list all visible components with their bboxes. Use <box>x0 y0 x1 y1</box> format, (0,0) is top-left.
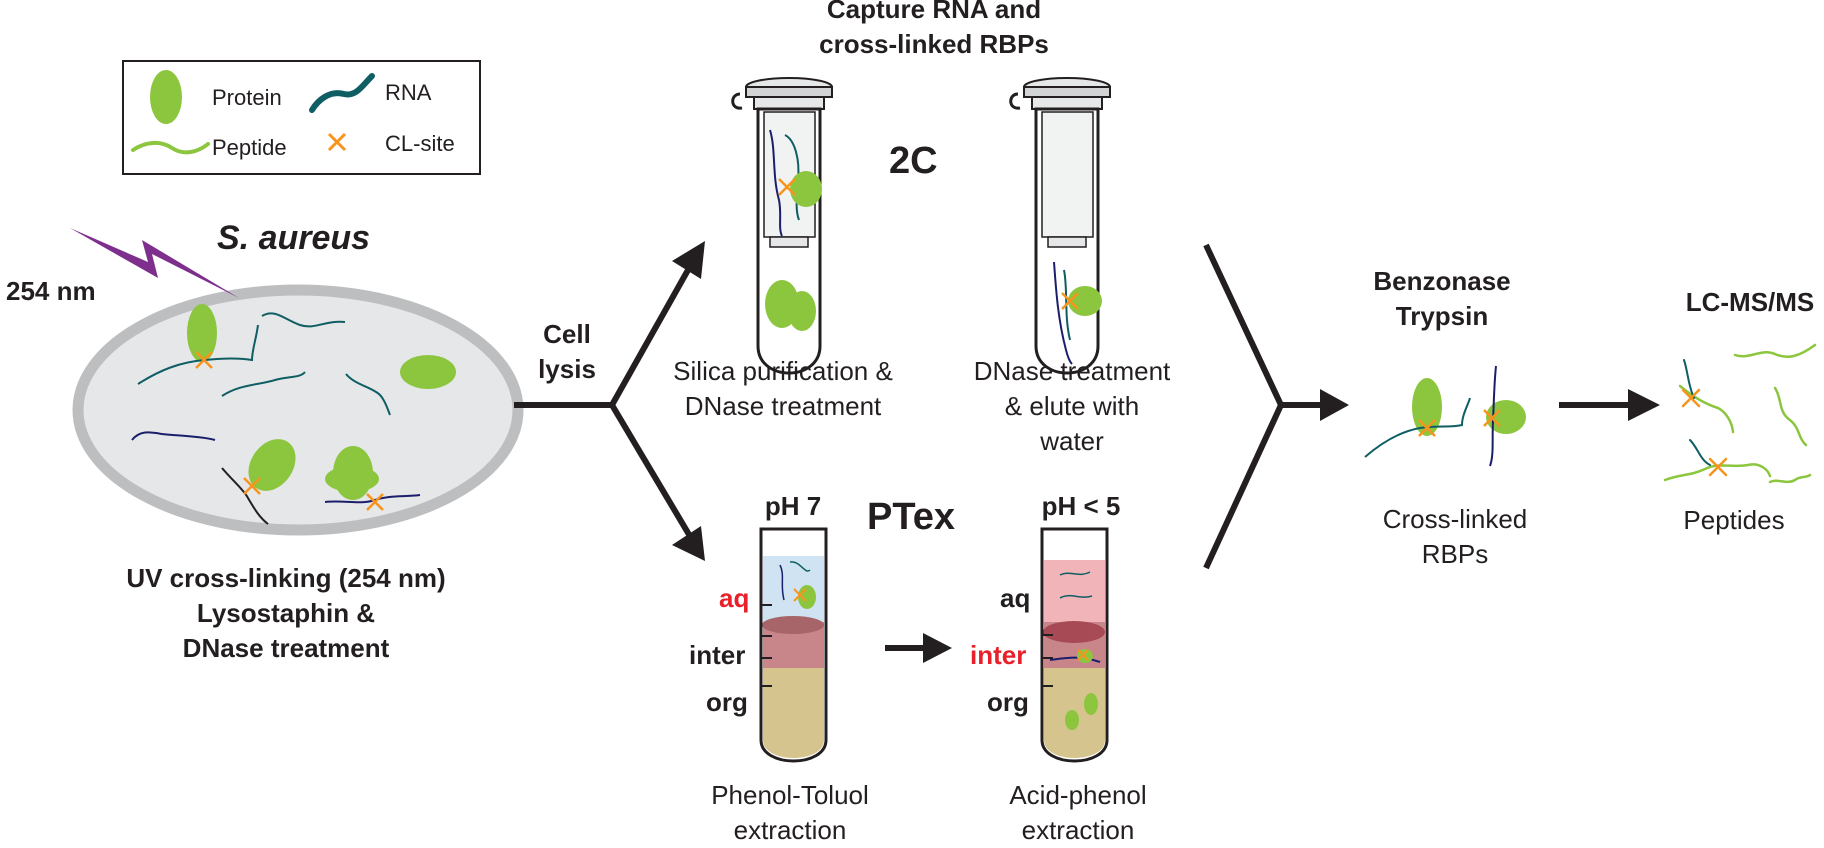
phenol-step-line2: extraction <box>733 815 847 845</box>
merge-arrow-head <box>1320 389 1349 421</box>
acid-step-caption: Acid-phenol extraction <box>1009 778 1146 848</box>
arrow-head-up <box>672 241 705 279</box>
silica-step-caption: Silica purification & DNase treatment <box>673 354 893 424</box>
cell-caption-line2: Lysostaphin & <box>196 598 376 628</box>
tube2-inter-label: inter <box>970 640 1027 670</box>
ptex-step-arrow-head <box>923 633 952 663</box>
phenol-step-caption: Phenol-Toluol extraction <box>711 778 869 848</box>
elute-step-caption: DNase treatment & elute with water <box>974 354 1171 459</box>
acid-step-line1: Acid-phenol <box>1009 780 1147 810</box>
organism-label: S. aureus <box>217 219 371 257</box>
tube1-ph-label: pH 7 <box>764 491 822 521</box>
wavelength-label: 254 nm <box>6 276 96 306</box>
cell-caption-line1: UV cross-linking (254 nm) <box>126 563 446 593</box>
silica-step-line2: DNase treatment <box>684 391 882 421</box>
digest-line2: Trypsin <box>1395 301 1489 331</box>
digest-line1: Benzonase <box>1373 266 1511 296</box>
capture-header-line1: Capture RNA and <box>826 0 1042 24</box>
merge-arrows <box>1203 243 1330 570</box>
peptides-caption: Peptides <box>1683 505 1785 535</box>
rbps-caption: Cross-linked RBPs <box>1383 502 1528 572</box>
tube1-inter-label: inter <box>689 640 746 670</box>
tube-ptex-acid <box>1040 527 1109 763</box>
elute-step-line3: water <box>1040 426 1104 456</box>
protein-legend-icon <box>150 70 182 124</box>
tube-ptex-ph7 <box>759 527 828 763</box>
tube-2c-elute <box>1009 77 1111 375</box>
cell-contents <box>131 304 456 525</box>
cross-linked-rbps-icon <box>1364 365 1526 467</box>
digest-label: Benzonase Trypsin <box>1373 264 1510 334</box>
tube1-org-label: org <box>706 687 748 717</box>
silica-step-line1: Silica purification & <box>673 356 893 386</box>
cell-caption-line3: DNase treatment <box>182 633 390 663</box>
cl-site-legend-icon <box>327 132 347 152</box>
capture-header: Capture RNA and cross-linked RBPs <box>819 0 1049 62</box>
ms-arrow-head <box>1628 389 1660 421</box>
tube2-ph-label: pH < 5 <box>1041 491 1121 521</box>
lysis-label: Cell lysis <box>538 317 596 387</box>
tube2-aq-label: aq <box>1000 583 1031 613</box>
legend-box <box>122 60 481 175</box>
legend-cl-site-label: CL-site <box>385 131 455 156</box>
cell-caption: UV cross-linking (254 nm) Lysostaphin & … <box>126 561 445 666</box>
capture-header-line2: cross-linked RBPs <box>819 29 1049 59</box>
rna-legend-icon <box>309 73 375 113</box>
peptides-icon <box>1663 343 1817 484</box>
method-ptex-title: PTex <box>867 496 956 538</box>
method-2c-title: 2C <box>889 140 938 182</box>
tube1-aq-label: aq <box>719 583 750 613</box>
lysis-label-line1: Cell <box>543 319 591 349</box>
lysis-label-line2: lysis <box>538 354 596 384</box>
legend-peptide-label: Peptide <box>212 135 287 160</box>
ms-title: LC-MS/MS <box>1685 287 1815 317</box>
peptide-legend-icon <box>131 141 210 155</box>
elute-step-line2: & elute with <box>1004 391 1140 421</box>
acid-step-line2: extraction <box>1021 815 1135 845</box>
legend-rna-label: RNA <box>385 80 432 105</box>
tube2-org-label: org <box>987 687 1029 717</box>
s-aureus-cell <box>70 228 524 536</box>
rbps-caption-line1: Cross-linked <box>1382 504 1528 534</box>
tube-2c-silica <box>731 77 833 375</box>
phenol-step-line1: Phenol-Toluol <box>711 780 869 810</box>
legend-protein-label: Protein <box>212 85 282 110</box>
rbps-caption-line2: RBPs <box>1421 539 1489 569</box>
lysis-fork-arrows <box>514 252 700 550</box>
arrow-head-down <box>672 526 705 561</box>
elute-step-line1: DNase treatment <box>973 356 1171 386</box>
